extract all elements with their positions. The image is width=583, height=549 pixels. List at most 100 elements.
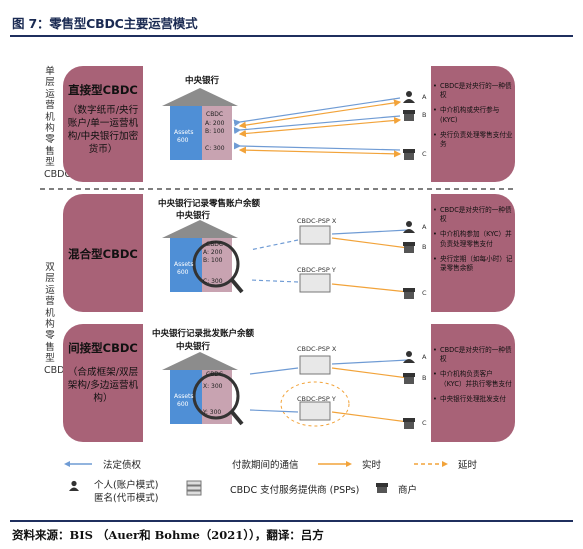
ledger-head: CBDC (206, 111, 224, 118)
central-bank-building (162, 88, 238, 160)
ledger-row: A: 200 (205, 120, 225, 127)
panel-indirect-left: 间接型CBDC （合成框架/双层架构/多边运营机构） (63, 324, 143, 442)
user-label: C (422, 289, 427, 297)
note: CBDC是对央行的一种债权 (433, 346, 513, 364)
note: 央行负责处理零售支付业务 (433, 131, 513, 149)
claim-arrow (233, 142, 401, 151)
claim-legend-arrow (64, 461, 92, 467)
claim-arrow (249, 409, 299, 413)
panel-hybrid-left: 混合型CBDC (63, 194, 143, 312)
bank-caption: 中央银行 (176, 342, 211, 352)
merchant-icon (403, 288, 415, 299)
claim-arrow (331, 359, 409, 365)
panel-direct-left: 直接型CBDC （数字纸币/央行账户/单一运营机构/中央银行加密货币） (63, 66, 143, 182)
central-bank-building (162, 220, 244, 294)
ledger-head: CBDC (206, 241, 224, 248)
user-label: A (422, 353, 427, 361)
psp-server-icon (299, 225, 331, 245)
user-label: B (422, 374, 427, 382)
central-bank-building (162, 352, 244, 426)
note: 中介机构参加（KYC）并负责处理零售支付 (433, 230, 513, 248)
assets-label: Assets (174, 129, 194, 136)
bank-roof (162, 220, 238, 238)
realtime-arrow (331, 283, 409, 293)
legend-person-2: 匿名(代币模式) (94, 493, 159, 504)
ledger-row: B: 100 (203, 257, 223, 264)
source-rule (10, 520, 573, 522)
assets-block (170, 370, 202, 424)
psp-server-icon (299, 355, 331, 375)
panel-direct-notes: CBDC是对央行的一种债权 中介机构或央行参与(KYC) 央行负责处理零售支付业… (431, 66, 515, 182)
realtime-arrow (331, 411, 409, 423)
assets-label: Assets (174, 393, 194, 400)
realtime-arrow (238, 146, 402, 158)
psp-label: CBDC-PSP X (297, 345, 337, 353)
person-icon (69, 480, 79, 491)
figure-title: 图 7：零售型CBDC主要运营模式 (12, 16, 198, 31)
comm-arrow (249, 279, 299, 283)
side-label-double: 双层运营机构零售型CBDC (44, 262, 71, 376)
magnifier-icon (192, 372, 240, 420)
title-rule (10, 35, 573, 37)
assets-label: Assets (174, 261, 194, 268)
panel-hybrid-title: 混合型CBDC (68, 247, 138, 261)
legend-person-1: 个人(账户模式) (94, 480, 159, 491)
psp-label: CBDC-PSP Y (297, 266, 336, 274)
ledger-row: C: 300 (205, 145, 225, 152)
legend-claim: 法定债权 (103, 460, 142, 471)
comm-arrow (249, 239, 299, 251)
merchant-icon (403, 373, 415, 384)
panel-indirect: 间接型CBDC （合成框架/双层架构/多边运营机构） CBDC是对央行的一种债权… (63, 324, 515, 442)
direct-flows (233, 97, 402, 158)
psp-server-icon (299, 273, 331, 293)
indirect-flows (249, 355, 409, 427)
person-icon (403, 351, 415, 363)
merchant-icon (403, 110, 415, 121)
user-label: B (422, 243, 427, 251)
merchant-icon (403, 149, 415, 160)
realtime-arrow (331, 367, 409, 379)
psp-server-icon (299, 401, 331, 421)
realtime-arrow (331, 237, 409, 249)
user-label: A (422, 93, 427, 101)
ledger-block (202, 106, 232, 160)
ledger-row: X: 300 (203, 383, 223, 390)
panel-direct-subtitle: （数字纸币/央行账户/单一运营机构/中央银行加密货币） (67, 105, 139, 155)
psp-label: CBDC-PSP Y (297, 395, 336, 403)
delayed-legend-arrow (414, 461, 448, 467)
claim-arrow (331, 229, 409, 235)
legend-psp: CBDC 支付服务提供商 (PSPs) (230, 485, 360, 496)
assets-block (170, 238, 202, 292)
psp-server-icon (186, 480, 202, 496)
realtime-arrow (238, 116, 402, 138)
realtime-legend-arrow (318, 461, 352, 467)
assets-value: 600 (177, 269, 189, 276)
panel-indirect-subtitle: （合成框架/双层架构/多边运营机构） (67, 367, 139, 404)
legend-delayed: 延时 (458, 460, 478, 471)
panel-indirect-title: 间接型CBDC (68, 341, 138, 355)
panel-direct-title: 直接型CBDC (68, 83, 138, 97)
user-label: B (422, 111, 427, 119)
note: 中央银行处理批发支付 (433, 395, 513, 404)
legend-comm: 付款期间的通信 (232, 460, 299, 471)
bank-roof (162, 88, 238, 106)
user-label: C (422, 419, 427, 427)
person-icon (403, 91, 415, 103)
bank-caption: 中央银行 (185, 76, 220, 86)
bank-roof (162, 352, 238, 370)
source-note: 资料来源：BIS （Auer和 Bohme（2021）），翻译：吕方 (12, 528, 324, 542)
ledger-head: CBDC (206, 371, 224, 378)
panel-indirect-notes: CBDC是对央行的一种债权 中介机构负责客户（KYC）并执行零售支付 中央银行处… (431, 324, 515, 442)
psp-label: CBDC-PSP X (297, 217, 337, 225)
legend-merchant: 商户 (398, 485, 418, 496)
side-label-double-text: 双层运营机构零售型CBDC (44, 262, 72, 376)
note: CBDC是对央行的一种债权 (433, 82, 513, 100)
magnifier-icon (192, 240, 240, 288)
assets-value: 600 (177, 137, 189, 144)
claim-arrow (249, 367, 299, 375)
note: CBDC是对央行的一种债权 (433, 206, 513, 224)
panel-hybrid-notes: CBDC是对央行的一种债权 中介机构参加（KYC）并负责处理零售支付 央行定期（… (431, 194, 515, 312)
ledger-row: A: 200 (203, 249, 223, 256)
merchant-icon (376, 483, 388, 493)
legend-realtime: 实时 (362, 460, 382, 471)
